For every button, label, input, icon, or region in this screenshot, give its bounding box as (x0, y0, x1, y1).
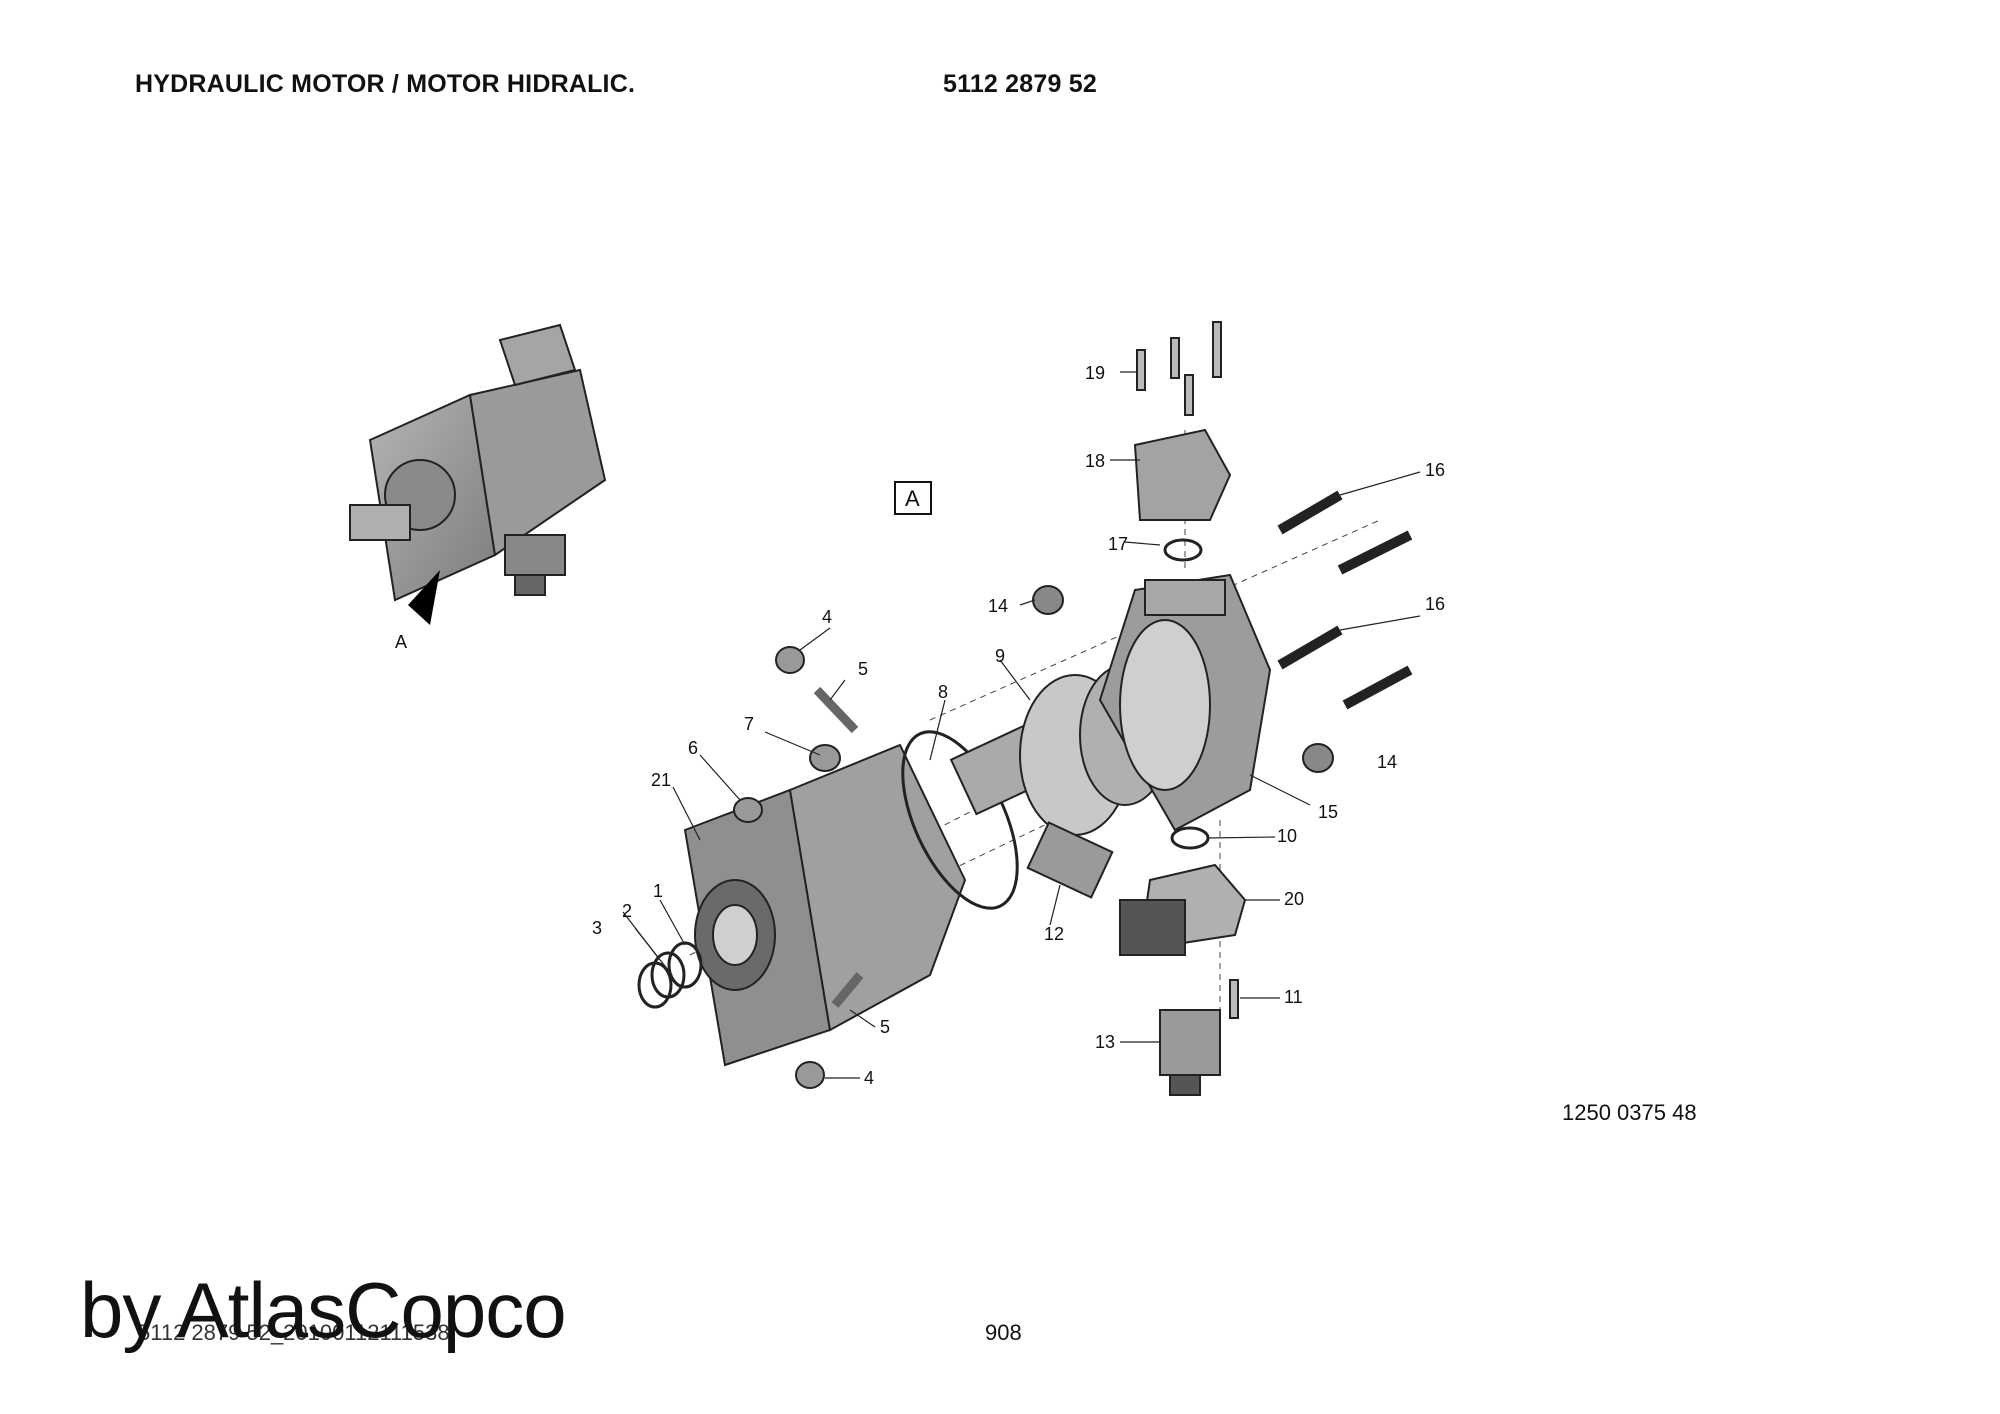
footer-file-code: 5112 2879 52_20100112111538 (138, 1320, 450, 1345)
part-number: 5112 2879 52 (943, 70, 1097, 98)
stud-5b (831, 972, 864, 1008)
stud-5a (813, 686, 859, 734)
callout-16a: 16 (1425, 460, 1445, 480)
page-number: 908 (985, 1320, 1022, 1345)
callout-7: 7 (744, 714, 754, 734)
coil-13 (1159, 1009, 1221, 1096)
callout-20: 20 (1284, 889, 1304, 909)
motor-housing (683, 743, 967, 1067)
plug-4b (795, 1061, 825, 1089)
callout-2: 2 (622, 901, 632, 921)
callout-16b: 16 (1425, 594, 1445, 614)
overview-motor-image (349, 323, 607, 625)
solenoid-12 (1026, 821, 1114, 899)
o-ring-10 (1170, 826, 1210, 850)
callout-5b: 5 (880, 1017, 890, 1037)
callout-9: 9 (995, 646, 1005, 666)
valve-20 (1119, 863, 1247, 956)
callout-14a: 14 (988, 596, 1008, 616)
callout-1: 1 (653, 881, 663, 901)
callout-18: 18 (1085, 451, 1105, 471)
bolts-19 (1136, 321, 1222, 416)
callout-13: 13 (1095, 1032, 1115, 1052)
callout-17: 17 (1108, 534, 1128, 554)
plug-7 (809, 744, 841, 772)
leader-lines (622, 371, 1421, 1079)
callout-5a: 5 (858, 659, 868, 679)
port-plate (1098, 573, 1272, 832)
bolts-16 (1277, 490, 1413, 710)
drawing-reference: 1250 0375 48 (1562, 1100, 1697, 1125)
screw-11 (1229, 979, 1239, 1019)
page-title: HYDRAULIC MOTOR / MOTOR HIDRALIC. (135, 70, 636, 98)
watermark: by AtlasCopco (80, 1266, 567, 1354)
view-label-text: A (905, 486, 920, 511)
plug-14a (1032, 585, 1064, 615)
o-ring-17 (1163, 538, 1203, 562)
valve-block-18 (1133, 428, 1232, 521)
callout-4b: 4 (864, 1068, 874, 1088)
view-label-box (894, 481, 932, 515)
callout-4a: 4 (822, 607, 832, 627)
callout-10: 10 (1277, 826, 1297, 846)
callout-11: 11 (1284, 987, 1303, 1007)
retaining-rings (637, 941, 703, 1009)
callout-14b: 14 (1377, 752, 1397, 772)
callout-12: 12 (1044, 924, 1064, 944)
callout-15: 15 (1318, 802, 1338, 822)
callout-21: 21 (651, 770, 671, 790)
overview-view-marker: A (395, 632, 407, 652)
callout-8: 8 (938, 682, 948, 702)
callout-3: 3 (592, 918, 602, 938)
callout-19: 19 (1085, 363, 1105, 383)
callout-6: 6 (688, 738, 698, 758)
plug-14b (1302, 743, 1334, 773)
plug-4a (775, 646, 805, 674)
plug-6 (733, 797, 763, 823)
